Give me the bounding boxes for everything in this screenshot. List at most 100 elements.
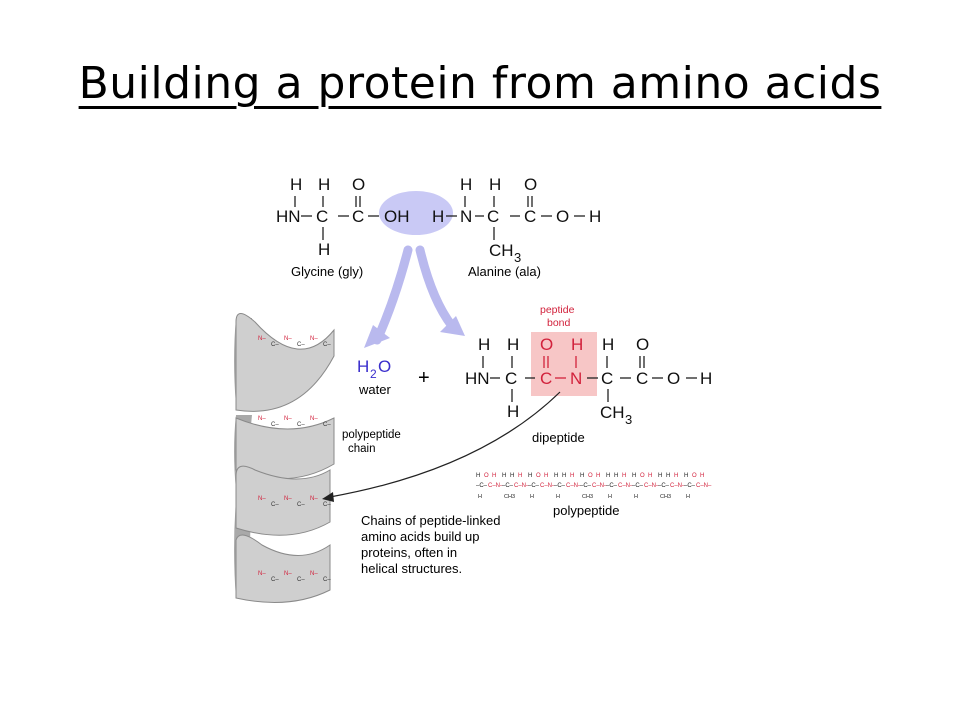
svg-text:C–N–: C–N–	[618, 483, 634, 489]
svg-text:O: O	[667, 369, 680, 388]
svg-text:H: H	[556, 494, 560, 500]
svg-text:–C–: –C–	[658, 483, 670, 489]
svg-text:C–: C–	[297, 422, 305, 428]
svg-text:H: H	[507, 335, 519, 354]
svg-text:H: H	[622, 473, 626, 479]
polypeptide-chain-label: polypeptide	[342, 429, 401, 441]
svg-text:O: O	[588, 473, 593, 479]
svg-text:CH: CH	[489, 241, 514, 260]
svg-text:–C–: –C–	[632, 483, 644, 489]
svg-text:3: 3	[625, 412, 632, 427]
svg-text:C–: C–	[297, 577, 305, 583]
svg-text:–C–: –C–	[554, 483, 566, 489]
svg-text:H: H	[700, 473, 704, 479]
svg-text:N–: N–	[258, 336, 266, 342]
peptide-bond-label: peptide	[540, 304, 575, 316]
svg-text:N–: N–	[258, 416, 266, 422]
caption-line: amino acids build up	[361, 529, 480, 544]
svg-text:–C–: –C–	[502, 483, 514, 489]
alanine-label: Alanine (ala)	[468, 264, 541, 279]
svg-text:H: H	[478, 335, 490, 354]
alanine-molecule: H H N C CH 3 O C O H	[446, 175, 601, 265]
svg-text:C–: C–	[271, 577, 279, 583]
glycine-molecule: H H HN C H O C	[276, 175, 379, 259]
svg-text:N: N	[460, 207, 472, 226]
svg-text:O: O	[692, 473, 697, 479]
svg-text:H: H	[318, 175, 330, 194]
slide-title: Building a protein from amino acids	[78, 58, 882, 109]
svg-text:C: C	[487, 207, 499, 226]
svg-text:C: C	[352, 207, 364, 226]
svg-text:C–: C–	[323, 577, 331, 583]
svg-text:H: H	[518, 473, 522, 479]
svg-text:H: H	[507, 402, 519, 421]
svg-text:HN: HN	[465, 369, 490, 388]
svg-text:O: O	[484, 473, 489, 479]
svg-text:CH: CH	[600, 403, 625, 422]
svg-text:C–: C–	[323, 422, 331, 428]
caption-line: Chains of peptide-linked	[361, 513, 500, 528]
svg-text:C: C	[316, 207, 328, 226]
glycine-label: Glycine (gly)	[291, 264, 363, 279]
reaction-arrows	[364, 245, 465, 348]
svg-text:HN: HN	[276, 207, 301, 226]
svg-text:H: H	[658, 473, 662, 479]
svg-text:C–: C–	[297, 342, 305, 348]
svg-text:–C–: –C–	[528, 483, 540, 489]
svg-text:H: H	[476, 473, 480, 479]
svg-text:H: H	[530, 494, 534, 500]
svg-text:C–N–: C–N–	[488, 483, 504, 489]
svg-text:H: H	[318, 240, 330, 259]
svg-text:C–: C–	[323, 342, 331, 348]
svg-text:H: H	[570, 473, 574, 479]
svg-text:C: C	[636, 369, 648, 388]
svg-text:N–: N–	[258, 571, 266, 577]
svg-text:H: H	[634, 494, 638, 500]
svg-text:C: C	[505, 369, 517, 388]
svg-text:3: 3	[514, 250, 521, 265]
water-label: water	[358, 382, 391, 397]
peptide-bond-highlight	[531, 332, 597, 396]
svg-text:N–: N–	[310, 336, 318, 342]
svg-text:C–N–: C–N–	[670, 483, 686, 489]
svg-text:N–: N–	[284, 571, 292, 577]
dipeptide-label: dipeptide	[532, 430, 585, 445]
svg-text:O: O	[536, 473, 541, 479]
svg-text:H: H	[614, 473, 618, 479]
svg-text:N–: N–	[284, 336, 292, 342]
svg-text:H: H	[686, 494, 690, 500]
svg-text:H: H	[580, 473, 584, 479]
svg-text:N: N	[570, 369, 582, 388]
svg-text:H: H	[666, 473, 670, 479]
svg-text:H: H	[596, 473, 600, 479]
svg-text:N–: N–	[284, 416, 292, 422]
svg-text:C–N–: C–N–	[644, 483, 660, 489]
svg-text:H: H	[544, 473, 548, 479]
svg-text:H: H	[632, 473, 636, 479]
svg-text:H: H	[571, 335, 583, 354]
svg-text:CH3: CH3	[660, 494, 671, 500]
svg-text:C–: C–	[271, 422, 279, 428]
water-molecule: H 2 O	[357, 357, 391, 381]
polypeptide-chain-label-line2: chain	[348, 443, 376, 455]
svg-text:N–: N–	[310, 571, 318, 577]
svg-text:H: H	[492, 473, 496, 479]
svg-text:CH3: CH3	[504, 494, 515, 500]
svg-text:H: H	[528, 473, 532, 479]
svg-text:H: H	[602, 335, 614, 354]
caption-line: proteins, often in	[361, 545, 457, 560]
svg-text:C–: C–	[271, 342, 279, 348]
polypeptide-label: polypeptide	[553, 503, 620, 518]
water-release-highlight	[379, 191, 453, 235]
svg-text:2: 2	[370, 367, 377, 381]
hydroxyl-group: OH	[384, 207, 410, 226]
svg-text:CH3: CH3	[582, 494, 593, 500]
svg-text:H: H	[562, 473, 566, 479]
svg-text:H: H	[478, 494, 482, 500]
svg-text:H: H	[510, 473, 514, 479]
amino-hydrogen: H	[432, 207, 444, 226]
svg-text:O: O	[556, 207, 569, 226]
svg-text:H: H	[608, 494, 612, 500]
